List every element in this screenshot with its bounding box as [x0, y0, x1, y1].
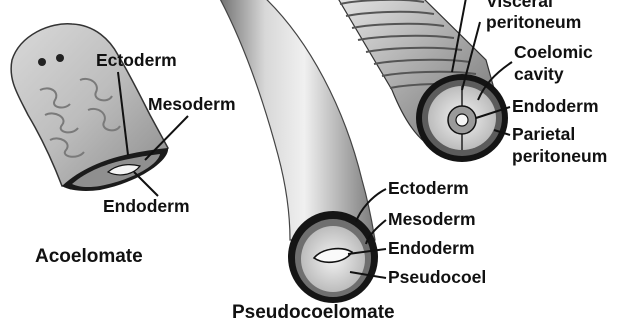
- acoelomate-mesoderm-label: Mesoderm: [148, 94, 236, 114]
- acoelomate-title: Acoelomate: [35, 246, 143, 267]
- pseudocoelomate-title: Pseudocoelomate: [232, 302, 395, 323]
- pseudocoelomate-ectoderm-label: Ectoderm: [388, 178, 469, 198]
- flatworm-eyespot-left: [38, 58, 46, 66]
- flatworm-illustration: [11, 24, 168, 191]
- pseudocoelomate-pseudocoel-label: Pseudocoel: [388, 267, 486, 287]
- acoelomate-endoderm-leader: [134, 172, 158, 196]
- acoelomate-ectoderm-label: Ectoderm: [96, 50, 177, 70]
- coelomate-coelomic-label-line1: Coelomic: [514, 42, 593, 62]
- earthworm-illustration: [336, 0, 508, 162]
- roundworm-illustration: [218, 0, 378, 303]
- earthworm-gut-lumen: [456, 114, 468, 126]
- coelomate-visceral-label-line2: peritoneum: [486, 12, 581, 32]
- coelomate-visceral-label-line1: Visceral: [486, 0, 553, 11]
- coelomate-parietal-label-line1: Parietal: [512, 124, 575, 144]
- coelomate-parietal-label-line2: peritoneum: [512, 146, 607, 166]
- acoelomate-endoderm-label: Endoderm: [103, 196, 190, 216]
- pseudocoelomate-mesoderm-label: Mesoderm: [388, 209, 476, 229]
- flatworm-eyespot-right: [56, 54, 64, 62]
- roundworm-body: [218, 0, 375, 240]
- coelomate-endoderm-label: Endoderm: [512, 96, 599, 116]
- coelomate-coelomic-label-line2: cavity: [514, 64, 564, 84]
- pseudocoelomate-endoderm-label: Endoderm: [388, 238, 475, 258]
